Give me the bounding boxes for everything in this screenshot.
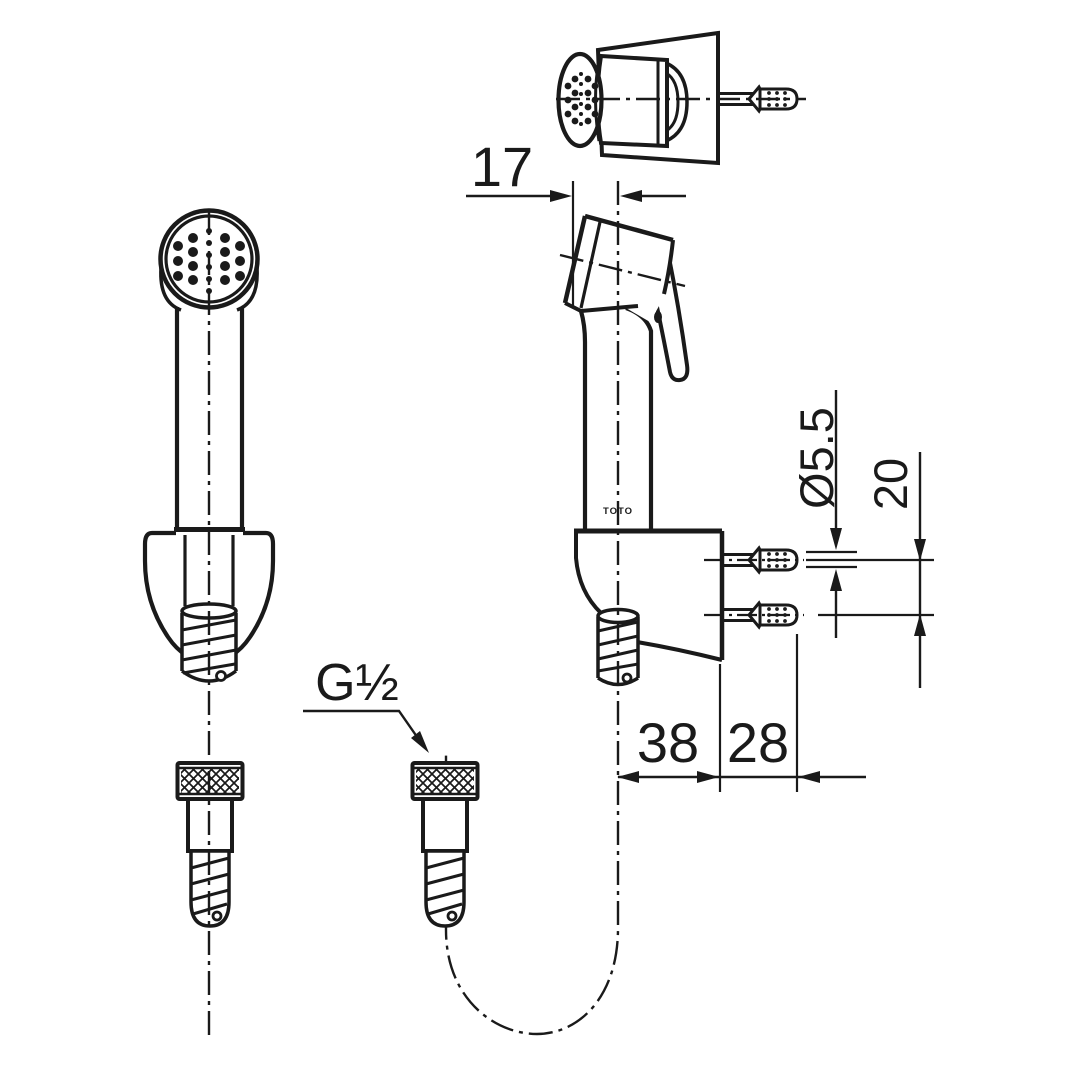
arrowhead: [620, 190, 642, 202]
head-axis-centerline: [559, 253, 686, 288]
dim-20: 20: [806, 452, 934, 688]
handle-inside-cup: [183, 535, 235, 606]
trigger-pivot: [654, 311, 662, 323]
handle-and-hose-centerline: [444, 181, 620, 1036]
arrowhead: [830, 528, 842, 550]
dim-28-label: 28: [727, 711, 789, 774]
dim-17: 17: [466, 135, 686, 308]
handle-right-edge-side: [625, 306, 654, 529]
dim-17-label: 17: [471, 135, 533, 198]
wall-holder-side-body: [576, 531, 722, 660]
clip-ring-inner: [665, 71, 680, 133]
screw-centerlines: [704, 558, 804, 617]
dim-38-label: 38: [637, 711, 699, 774]
thread-spec-label: G½: [315, 654, 399, 712]
arrowhead: [798, 771, 820, 783]
side-view: TOTO: [444, 181, 804, 1036]
thread-callout: G½: [303, 654, 429, 753]
arrowhead: [550, 190, 572, 202]
arrowhead: [914, 614, 926, 636]
arrowhead: [617, 771, 639, 783]
arrowhead: [830, 569, 842, 591]
arrowhead: [914, 539, 926, 561]
dim-diameter-5-5: Ø5.5: [790, 390, 857, 638]
top-view: [556, 30, 806, 166]
dim-38-28: 38 28: [617, 634, 866, 792]
front-view: [142, 208, 276, 1036]
arrowhead: [411, 731, 429, 753]
handle-left-edge-side: [578, 310, 588, 529]
hose-fitting-middle: [410, 761, 480, 928]
dim-diameter-label: Ø5.5: [790, 407, 843, 509]
arrowhead: [697, 771, 719, 783]
dim-20-label: 20: [864, 458, 917, 510]
wall-holder-side-outline: [574, 528, 725, 662]
spray-holes-top: [564, 72, 599, 126]
dimensions: 17 Ø5.5 20 38 28: [303, 135, 934, 792]
